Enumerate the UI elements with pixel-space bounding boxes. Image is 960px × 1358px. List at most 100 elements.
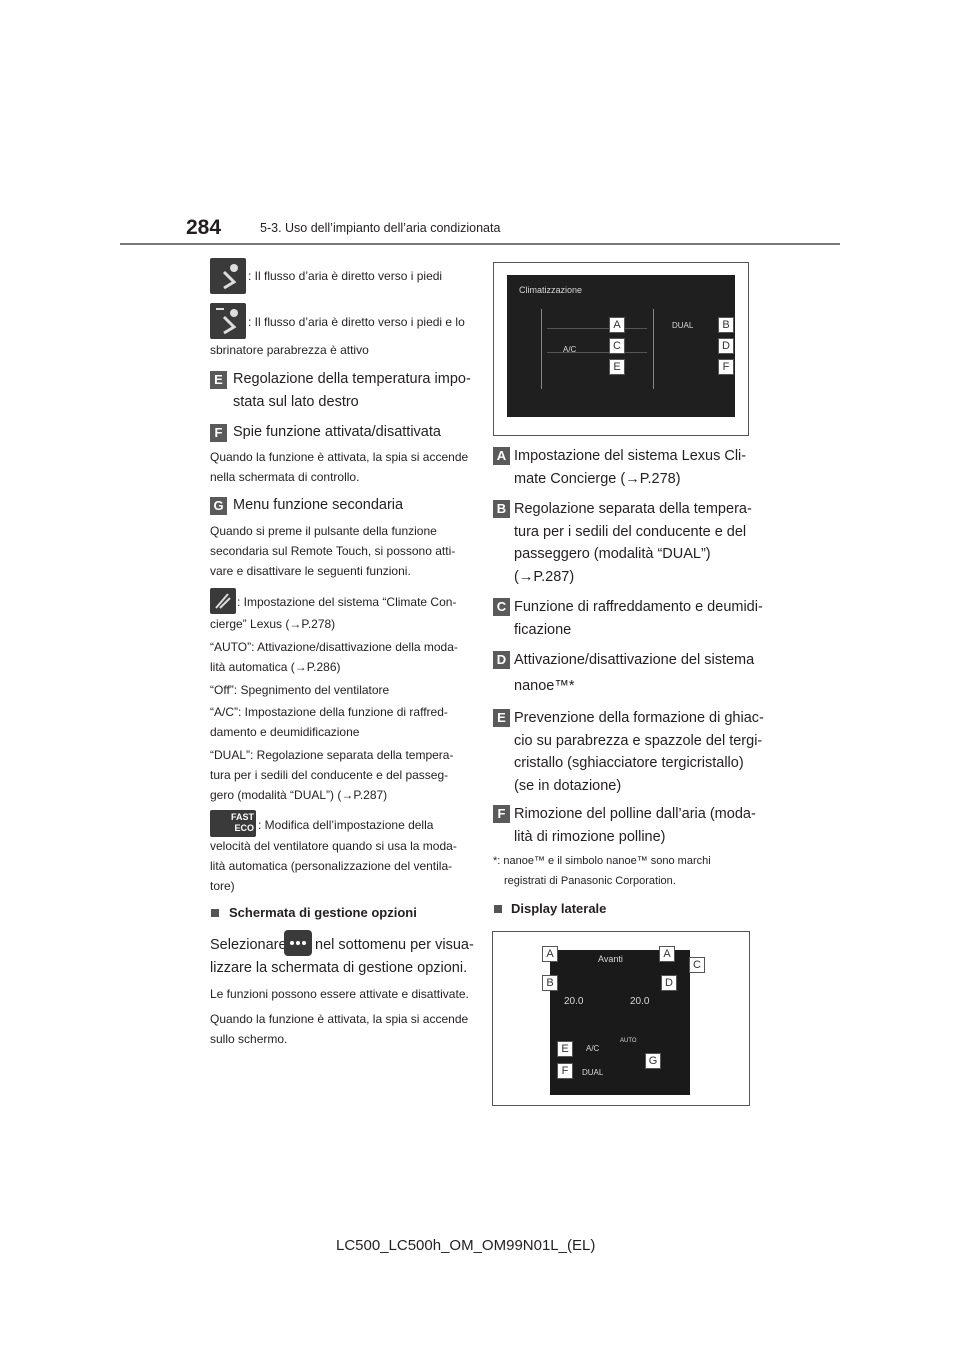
row-line-2	[547, 352, 647, 353]
item-f-desc1: Quando la funzione è attivata, la spia s…	[210, 450, 469, 464]
concierge-icon	[210, 588, 236, 614]
side-callout-d: D	[661, 975, 677, 991]
label-a: A	[493, 447, 510, 465]
item-b-l3: passeggero (modalità “DUAL”)	[514, 546, 711, 562]
row-line-1	[547, 328, 647, 329]
label-d: D	[493, 651, 510, 669]
item-e-right-l4: (se in dotazione)	[514, 778, 622, 794]
item-b-l2: tura per i sedili del conducente e del	[514, 524, 747, 540]
climate-screen: Climatizzazione A/C DUAL A B C D E F	[507, 275, 735, 417]
item-e-line1: Regolazione della temperatura impo-	[233, 371, 471, 387]
page-number: 284	[186, 216, 222, 239]
airflow-feet-defrost-icon	[210, 303, 246, 339]
side-dual: DUAL	[582, 1068, 604, 1077]
screen-title: Climatizzazione	[519, 285, 583, 295]
screen-dual: DUAL	[672, 321, 694, 330]
item-g-line1: Menu funzione secondaria	[233, 497, 404, 513]
callout-f: F	[718, 359, 734, 375]
side-callout-f: F	[557, 1063, 573, 1079]
dual-text-c: gero (modalità “DUAL”) (→P.287)	[210, 788, 388, 802]
item-e-right-l1: Prevenzione della formazione di ghiac-	[514, 710, 764, 726]
temp-right: 20.0	[630, 996, 650, 1007]
footnote-a: *: nanoe™ e il simbolo nanoe™ sono march…	[493, 855, 711, 867]
item-d-l2: nanoe™*	[514, 678, 575, 694]
side-display-frame: Avanti 20.0 20.0 A/C AUTO DUAL A A C B D…	[492, 931, 750, 1106]
item-a-l2: mate Concierge (→P.278)	[514, 471, 681, 487]
footer-code: LC500_LC500h_OM_OM99N01L_(EL)	[336, 1237, 596, 1254]
concierge-text-a: : Impostazione del sistema “Climate Con-	[237, 595, 457, 609]
item-c-l1: Funzione di raffreddamento e deumidi-	[514, 599, 763, 615]
select-text-c: lizzare la schermata di gestione opzioni…	[210, 960, 468, 976]
more-options-icon	[284, 930, 312, 956]
concierge-text-b: cierge” Lexus (→P.278)	[210, 617, 336, 631]
item-e-line2: stata sul lato destro	[233, 394, 359, 410]
section-title: 5-3. Uso dell’impianto dell’aria condizi…	[260, 221, 501, 235]
callout-c: C	[609, 338, 625, 354]
item-c-l2: ficazione	[514, 622, 572, 638]
select-text-b: nel sottomenu per visua-	[315, 937, 474, 953]
options-desc2: Quando la funzione è attivata, la spia s…	[210, 1012, 469, 1026]
airflow-feet-text: : Il flusso d’aria è diretto verso i pie…	[248, 269, 443, 283]
display-heading: Display laterale	[511, 901, 607, 916]
item-e-right-l2: cio su parabrezza e spazzole del tergi-	[514, 733, 763, 749]
item-g-desc3: vare e disattivare le seguenti funzioni.	[210, 564, 411, 578]
item-f-desc2: nella schermata di controllo.	[210, 470, 360, 484]
dual-text-b: tura per i sedili del conducente e del p…	[210, 768, 449, 782]
options-heading: Schermata di gestione opzioni	[229, 905, 417, 920]
off-text: “Off”: Spegnimento del ventilatore	[210, 683, 390, 697]
item-b-l4: (→P.287)	[514, 569, 575, 585]
fast-text-a: : Modifica dell’impostazione della	[258, 818, 434, 832]
label-e-right: E	[493, 709, 510, 727]
callout-b: B	[718, 317, 734, 333]
side-auto: AUTO	[620, 1038, 637, 1044]
screen-ac: A/C	[563, 345, 577, 354]
divider-left	[541, 309, 542, 389]
options-desc3: sullo schermo.	[210, 1032, 288, 1046]
fast-text-b: velocità del ventilatore quando si usa l…	[210, 839, 457, 853]
item-g-desc2: secondaria sul Remote Touch, si possono …	[210, 544, 456, 558]
callout-d: D	[718, 338, 734, 354]
climate-screen-frame: Climatizzazione A/C DUAL A B C D E F	[493, 262, 749, 436]
ac-text-a: “A/C”: Impostazione della funzione di ra…	[210, 705, 448, 719]
callout-e: E	[609, 359, 625, 375]
label-f-right: F	[493, 805, 510, 823]
airflow-feet-defrost-text-a: : Il flusso d’aria è diretto verso i pie…	[248, 315, 465, 329]
side-ac: A/C	[586, 1044, 600, 1053]
side-callout-b: B	[542, 975, 558, 991]
item-f-right-l2: lità di rimozione polline)	[514, 829, 666, 845]
item-d-l1: Attivazione/disattivazione del sistema	[514, 652, 755, 668]
label-c: C	[493, 598, 510, 616]
label-g: G	[210, 497, 227, 515]
side-callout-c: C	[689, 957, 705, 973]
options-desc: Le funzioni possono essere attivate e di…	[210, 987, 469, 1001]
item-g-desc1: Quando si preme il pulsante della funzio…	[210, 524, 437, 538]
fast-text-d: tore)	[210, 879, 235, 893]
ac-text-b: damento e deumidificazione	[210, 725, 360, 739]
auto-text-a: “AUTO”: Attivazione/disattivazione della…	[210, 640, 458, 654]
item-f-right-l1: Rimozione del polline dall’aria (moda-	[514, 806, 756, 822]
side-callout-a-left: A	[542, 946, 558, 962]
header-rule	[120, 243, 840, 245]
bullet-square-icon-2	[494, 905, 502, 913]
side-callout-a-right: A	[659, 946, 675, 962]
side-display-screen: Avanti 20.0 20.0 A/C AUTO DUAL	[550, 950, 690, 1095]
item-b-l1: Regolazione separata della tempera-	[514, 501, 752, 517]
select-text-a: Selezionare	[210, 937, 287, 953]
item-f-line1: Spie funzione attivata/disattivata	[233, 424, 441, 440]
avanti-label: Avanti	[598, 954, 623, 964]
auto-text-b: lità automatica (→P.286)	[210, 660, 341, 674]
divider-right	[653, 309, 654, 389]
dual-text-a: “DUAL”: Regolazione separata della tempe…	[210, 748, 454, 762]
bullet-square-icon	[211, 909, 219, 917]
fast-text-c: lità automatica (personalizzazione del v…	[210, 859, 453, 873]
footnote-b: registrati di Panasonic Corporation.	[504, 875, 676, 887]
item-a-l1: Impostazione del sistema Lexus Cli-	[514, 448, 747, 464]
label-b: B	[493, 500, 510, 518]
callout-a: A	[609, 317, 625, 333]
temp-left: 20.0	[564, 996, 584, 1007]
side-callout-g: G	[645, 1053, 661, 1069]
airflow-feet-icon	[210, 258, 246, 294]
airflow-feet-defrost-text-b: sbrinatore parabrezza è attivo	[210, 343, 369, 357]
item-e-right-l3: cristallo (sghiacciatore tergicristallo)	[514, 755, 744, 771]
fast-eco-icon: FAST ECO	[210, 810, 256, 837]
